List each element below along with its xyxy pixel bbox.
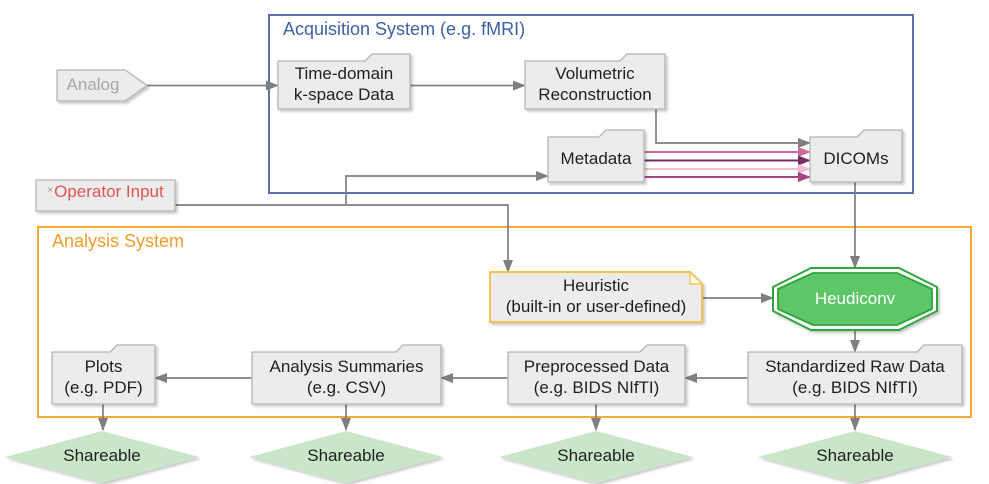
analog-shape: [56, 69, 148, 102]
standardized-folder-shape: [747, 344, 963, 405]
volumetric-folder-shape: [524, 53, 666, 110]
summaries-folder-shape: [251, 344, 442, 405]
acquisition-system-title: Acquisition System (e.g. fMRI): [283, 19, 526, 39]
heudiconv-octagon-inner: [777, 272, 933, 326]
operator-input-label: × Operator Input: [36, 181, 175, 203]
edge-operator-to-heuristic: [42, 204, 513, 273]
edge-volumetric-to-dicoms: [655, 109, 811, 148]
operator-input-mark-icon: ×: [47, 184, 54, 196]
plots-folder-shape: [51, 344, 156, 405]
heudiconv-label: Heudiconv: [814, 288, 896, 308]
heuristic-label: Heuristic (built-in or user-defined): [505, 275, 687, 316]
plots-label: Plots (e.g. PDF): [64, 357, 143, 397]
shareable-diamond-raw: [758, 431, 952, 483]
shareable-diamond-plots: [5, 431, 199, 483]
shareable-label-summaries: Shareable: [307, 445, 385, 465]
metadata-label: Metadata: [560, 149, 632, 169]
acquisition-system-box: [268, 14, 914, 194]
heuristic-note-fold: [689, 271, 703, 285]
analysis-system-box: [37, 226, 972, 418]
metadata-folder-shape: [547, 129, 645, 183]
analog-label: Analog: [66, 75, 120, 95]
shareable-diamond-summaries: [249, 431, 443, 483]
heuristic-note-shape: [489, 271, 703, 323]
edge-operator-to-metadata: [345, 171, 549, 205]
shareable-label-plots: Shareable: [63, 445, 141, 465]
preprocessed-label: Preprocessed Data (e.g. BIDS NIfTI): [523, 357, 670, 397]
dicoms-folder-shape: [809, 129, 903, 183]
preprocessed-folder-shape: [507, 344, 686, 405]
kspace-folder-shape: [277, 53, 411, 110]
operator-input-shape: [35, 179, 176, 212]
analysis-system-title: Analysis System: [52, 231, 185, 251]
dicoms-label: DICOMs: [823, 149, 889, 169]
summaries-label: Analysis Summaries (e.g. CSV): [269, 357, 424, 397]
shareable-diamond-preprocessed: [499, 431, 693, 483]
kspace-label: Time-domain k-space Data: [293, 64, 395, 104]
operator-input-text: Operator Input: [54, 182, 164, 201]
shareable-label-raw: Shareable: [816, 445, 894, 465]
shareable-label-preprocessed: Shareable: [557, 445, 635, 465]
volumetric-label: Volumetric Reconstruction: [538, 64, 652, 104]
standardized-label: Standardized Raw Data (e.g. BIDS NIfTI): [765, 357, 945, 397]
